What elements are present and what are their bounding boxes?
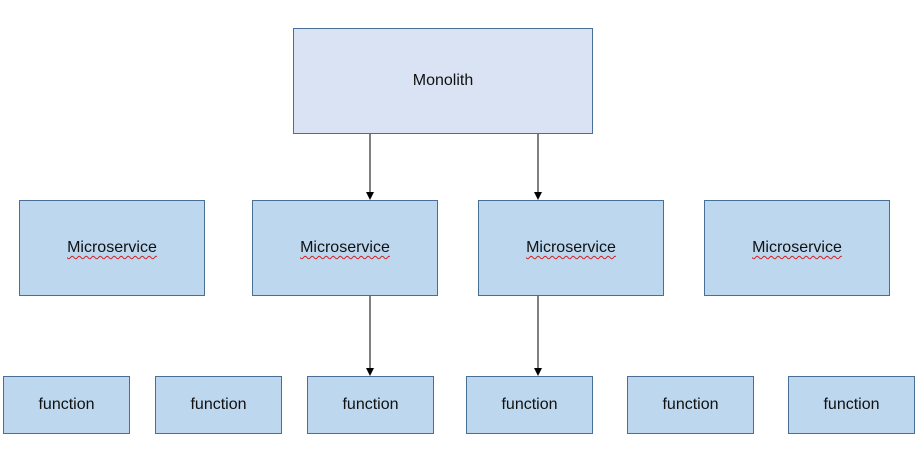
function-label: function — [823, 396, 880, 413]
function-label: function — [38, 396, 95, 413]
function-box-1: function — [3, 376, 130, 434]
function-box-2: function — [155, 376, 282, 434]
microservice-label: Microservice — [300, 239, 390, 256]
function-label: function — [501, 396, 558, 413]
monolith-box: Monolith — [293, 28, 593, 134]
microservice-label: Microservice — [752, 239, 842, 256]
microservice-label: Microservice — [67, 239, 157, 256]
function-box-6: function — [788, 376, 915, 434]
microservice-box-2: Microservice — [252, 200, 438, 296]
function-label: function — [342, 396, 399, 413]
microservice-label: Microservice — [526, 239, 616, 256]
microservice-box-3: Microservice — [478, 200, 664, 296]
function-label: function — [190, 396, 247, 413]
microservice-box-1: Microservice — [19, 200, 205, 296]
function-box-5: function — [627, 376, 754, 434]
microservice-box-4: Microservice — [704, 200, 890, 296]
monolith-label: Monolith — [412, 72, 474, 89]
function-box-4: function — [466, 376, 593, 434]
function-label: function — [662, 396, 719, 413]
function-box-3: function — [307, 376, 434, 434]
